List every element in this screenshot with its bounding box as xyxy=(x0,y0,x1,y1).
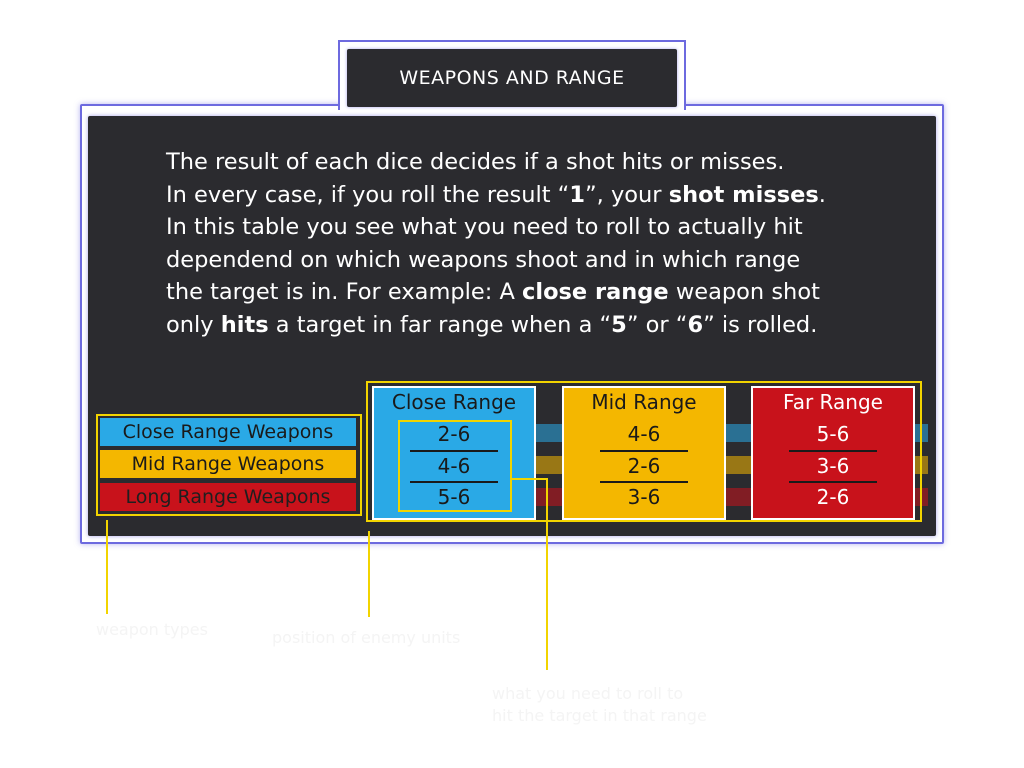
callout-roll-line-1: what you need to roll to xyxy=(492,684,684,703)
cell-mid-vs-mid: 2-6 xyxy=(627,454,661,478)
stripe-yellow-2 xyxy=(724,456,754,474)
legend-close-range-weapons: Close Range Weapons xyxy=(100,418,356,446)
column-header: Mid Range xyxy=(591,390,697,414)
stripe-yellow xyxy=(536,456,566,474)
legend-mid-range-weapons: Mid Range Weapons xyxy=(100,450,356,478)
column-header: Close Range xyxy=(391,390,517,414)
divider xyxy=(600,481,688,483)
page-title: WEAPONS AND RANGE xyxy=(399,67,625,89)
range-table xyxy=(366,381,922,522)
stripe-blue-2 xyxy=(724,424,754,442)
callout-enemy-units: position of enemy units xyxy=(272,628,461,647)
column-mid-range: Mid Range 4-6 2-6 3-6 xyxy=(562,386,726,520)
weapon-types-legend xyxy=(96,414,362,516)
callout-line-roll-horizontal xyxy=(512,478,548,480)
intro-line-1: The result of each dice decides if a sho… xyxy=(166,149,785,175)
callout-line-enemy-units xyxy=(368,531,370,617)
stripe-blue xyxy=(536,424,566,442)
divider xyxy=(789,481,877,483)
intro-line-3: In this table you see what you need to r… xyxy=(166,214,803,241)
cell-close-vs-mid: 4-6 xyxy=(437,454,471,478)
callout-weapon-types: weapon types xyxy=(96,620,208,639)
cell-far-vs-close: 5-6 xyxy=(816,422,850,446)
divider xyxy=(410,450,498,452)
divider xyxy=(410,481,498,483)
callout-line-weapon-types xyxy=(106,520,108,614)
callout-roll-line-2: hit the target in that range xyxy=(492,706,707,725)
column-header: Far Range xyxy=(783,390,883,414)
cell-mid-vs-long: 3-6 xyxy=(627,485,661,509)
cell-far-vs-mid: 3-6 xyxy=(816,454,850,478)
stripe-red-2 xyxy=(724,488,754,506)
divider xyxy=(600,450,688,452)
cell-close-vs-long: 5-6 xyxy=(437,485,471,509)
legend-long-range-weapons: Long Range Weapons xyxy=(100,483,356,511)
stripe-red xyxy=(536,488,566,506)
intro-line-4: dependend on which weapons shoot and in … xyxy=(166,246,801,273)
cell-mid-vs-close: 4-6 xyxy=(627,422,661,446)
callout-line-roll-vertical xyxy=(546,478,548,670)
intro-paragraph: The result of each dice decides if a sho… xyxy=(166,149,826,338)
cell-far-vs-long: 2-6 xyxy=(816,485,850,509)
column-far-range: Far Range 5-6 3-6 2-6 xyxy=(751,386,915,520)
cell-close-vs-close: 2-6 xyxy=(437,422,471,446)
title-tab: WEAPONS AND RANGE xyxy=(347,49,677,107)
divider xyxy=(789,450,877,452)
roll-values-highlight xyxy=(398,420,512,512)
